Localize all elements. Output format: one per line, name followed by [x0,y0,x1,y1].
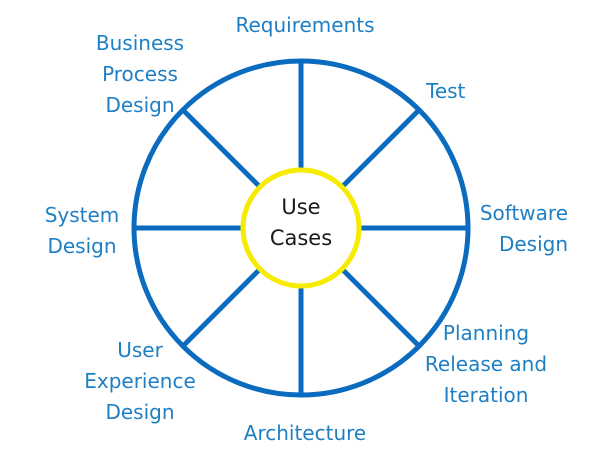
label-line: Software [479,201,568,225]
label-business-process-design: Business Process Design [62,28,218,121]
label-line: Design [105,400,175,424]
label-line: Experience [84,369,196,393]
spoke-test [340,108,421,189]
label-line: Iteration [443,383,529,407]
outer-ring [131,58,471,398]
label-line: System [44,203,120,227]
label-line: Design [47,234,117,258]
spoke-business-process [181,108,262,189]
center-ring [240,167,362,289]
label-line: Requirements [235,13,375,37]
label-line: Architecture [243,421,367,445]
label-test: Test [426,76,506,107]
label-line: Process [102,62,178,86]
label-software-design: Software Design [458,198,568,260]
center-line-2: Cases [269,226,333,250]
label-line: User [117,338,163,362]
label-user-experience-design: User Experience Design [62,335,218,428]
label-line: Test [426,79,466,103]
label-line: Business [95,31,185,55]
label-line: Planning [442,321,530,345]
label-planning-release-iteration: Planning Release and Iteration [405,318,567,411]
label-requirements: Requirements [219,10,391,41]
label-line: Design [498,232,568,256]
label-architecture: Architecture [219,418,391,449]
spoke-planning [340,267,421,348]
center-line-1: Use [281,195,321,219]
label-line: Design [105,93,175,117]
center-label-use-cases: Use Cases [240,192,362,254]
spoke-user-experience [181,267,262,348]
label-line: Release and [424,352,548,376]
label-system-design: System Design [24,200,140,262]
wheel-spokes [134,61,468,395]
